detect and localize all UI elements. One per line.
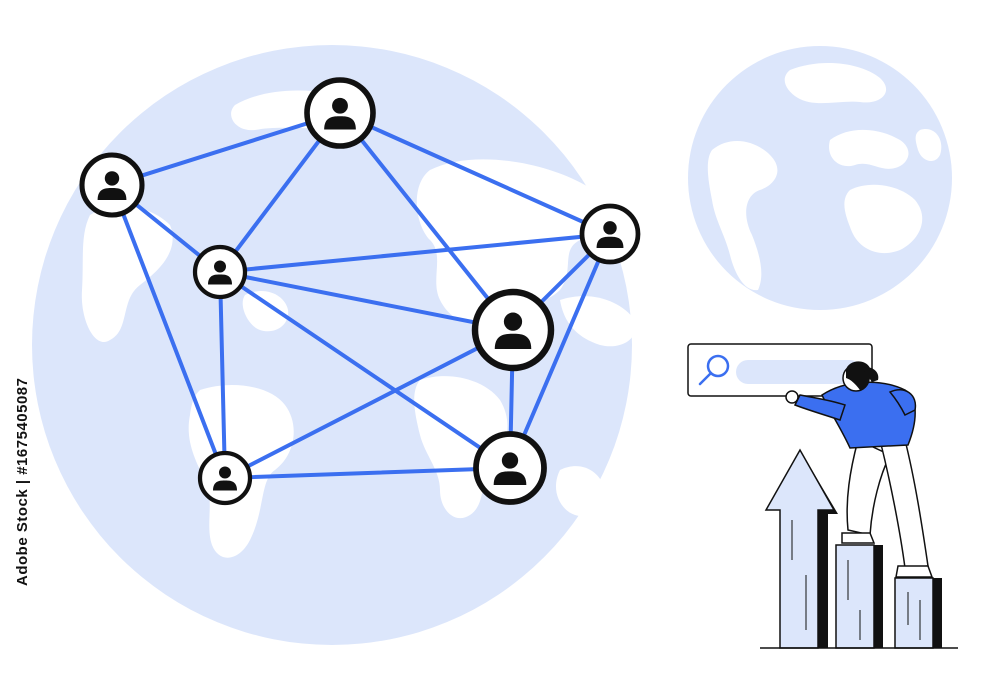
small-globe — [688, 46, 952, 310]
network-node — [471, 288, 555, 372]
search-bar — [687, 343, 873, 397]
right-bar — [894, 577, 934, 649]
network-node — [579, 203, 641, 265]
user-icon — [493, 452, 527, 485]
network-node — [197, 450, 253, 506]
user-icon — [213, 466, 237, 491]
user-icon — [208, 260, 232, 285]
user-icon — [596, 221, 624, 248]
network-node — [304, 77, 376, 149]
person-figure — [785, 361, 934, 578]
network-node — [473, 431, 547, 505]
growth-bars — [760, 448, 958, 649]
user-icon — [97, 171, 127, 200]
network-nodes — [79, 77, 641, 506]
user-icon — [494, 312, 532, 349]
middle-bar — [835, 544, 875, 649]
network-node — [192, 244, 248, 300]
stock-id-label: Adobe Stock | #1675405087 — [14, 377, 31, 586]
magnifier-icon — [698, 354, 730, 386]
network-node — [79, 152, 145, 218]
large-globe — [32, 45, 636, 645]
user-icon — [324, 97, 356, 130]
